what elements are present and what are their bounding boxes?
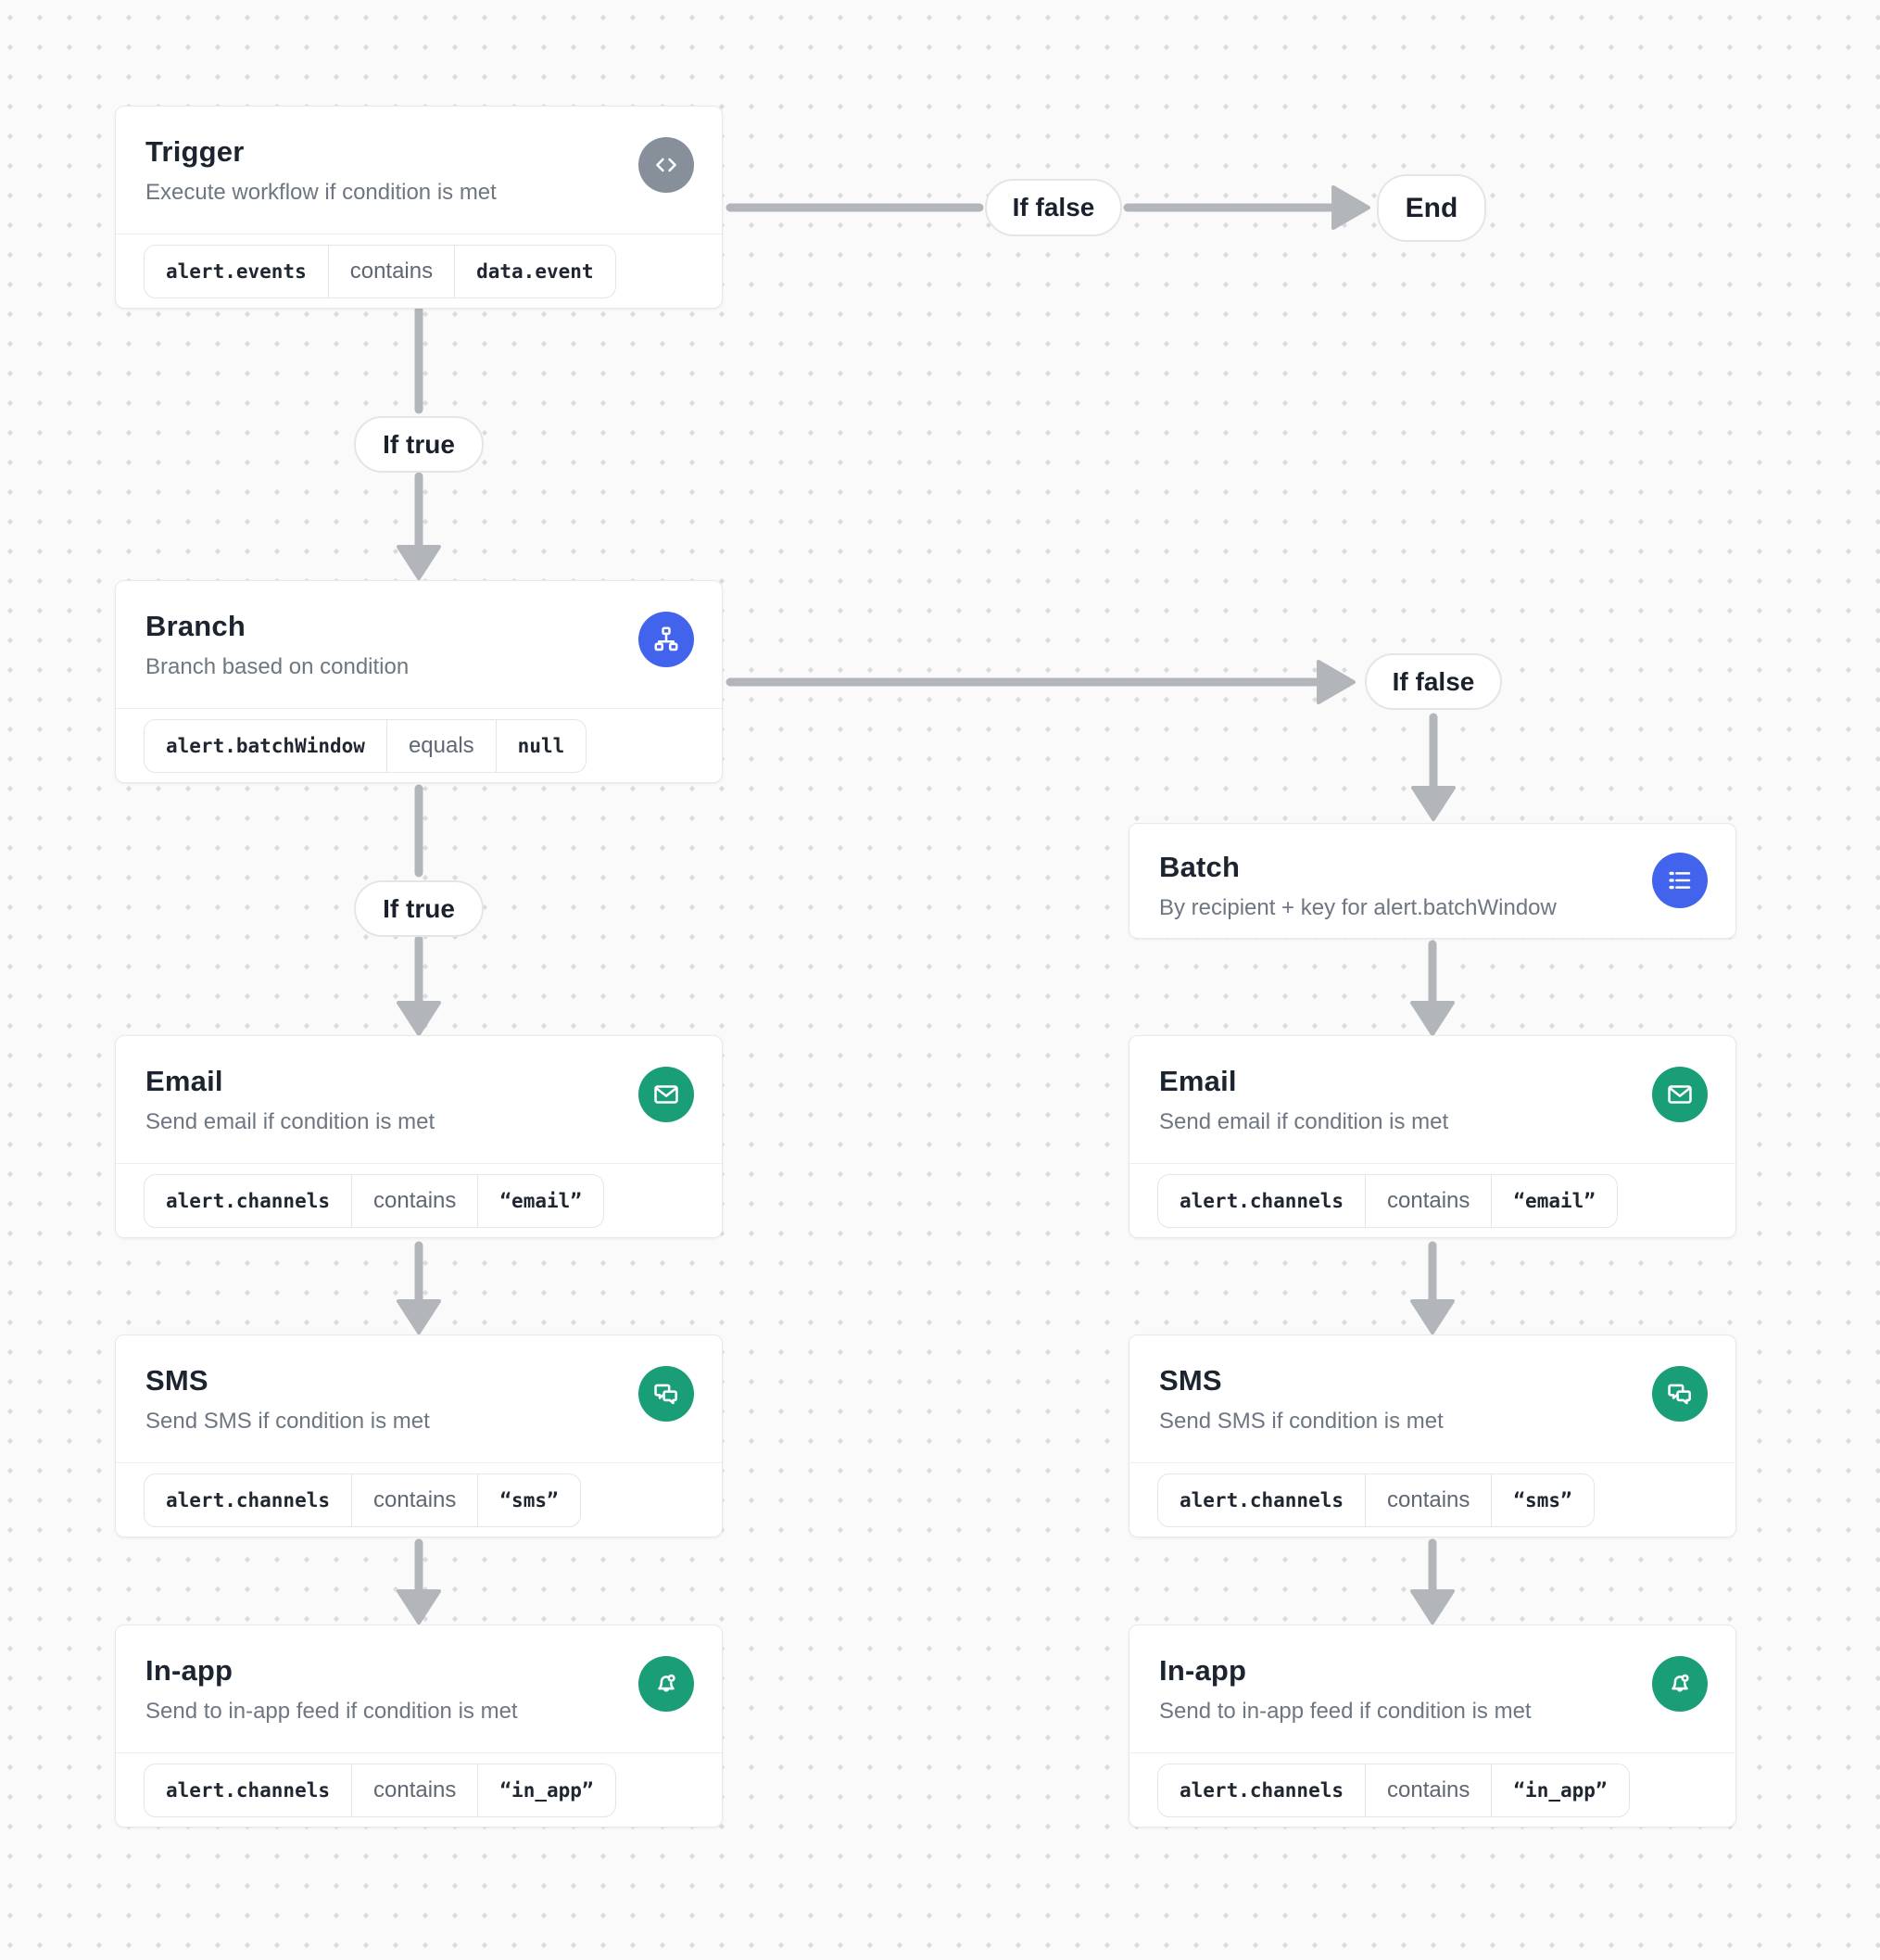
node-title: Branch [145,610,246,642]
node-sms-right[interactable]: SMS Send SMS if condition is met alert.c… [1129,1334,1736,1537]
condition-value: “email” [477,1175,603,1227]
node-email-left[interactable]: Email Send email if condition is met ale… [115,1035,723,1238]
node-title: Email [1159,1065,1237,1097]
node-subtitle: Send SMS if condition is met [145,1409,430,1434]
node-sms-text: SMS Send SMS if condition is met [1159,1363,1444,1435]
condition-value: “sms” [1491,1474,1593,1526]
chat-bubbles-icon [1652,1366,1708,1422]
node-subtitle: Send to in-app feed if condition is met [1159,1699,1532,1724]
condition-pill[interactable]: alert.channels contains “email” [144,1174,604,1228]
condition-operator: contains [351,1764,477,1816]
sitemap-icon [638,612,694,667]
node-sms-text: SMS Send SMS if condition is met [145,1363,430,1435]
condition-pill[interactable]: alert.channels contains “in_app” [1157,1764,1630,1817]
condition-field: alert.channels [166,1190,331,1212]
condition-field: alert.batchWindow [166,735,365,757]
condition-operator: contains [1365,1175,1491,1227]
node-title: SMS [1159,1364,1222,1397]
node-title: Trigger [145,135,245,168]
edge-label-if-true-trigger: If true [354,416,484,473]
node-branch[interactable]: Branch Branch based on condition alert.b… [115,580,723,783]
edge-label-if-true-branch: If true [354,880,484,937]
condition-pill[interactable]: alert.channels contains “email” [1157,1174,1618,1228]
end-node: End [1377,174,1486,242]
condition-value: “email” [1491,1175,1617,1227]
node-email-right[interactable]: Email Send email if condition is met ale… [1129,1035,1736,1238]
condition-pill[interactable]: alert.channels contains “sms” [1157,1473,1595,1527]
node-title: In-app [145,1654,233,1687]
node-title: Email [145,1065,223,1097]
condition-operator: equals [385,720,496,772]
list-icon [1652,853,1708,908]
condition-value: “sms” [477,1474,579,1526]
condition-operator: contains [327,246,454,297]
node-title: SMS [145,1364,208,1397]
envelope-icon [638,1067,694,1122]
node-batch-text: Batch By recipient + key for alert.batch… [1159,850,1557,922]
node-in-app-text: In-app Send to in-app feed if condition … [145,1653,518,1726]
node-subtitle: By recipient + key for alert.batchWindow [1159,895,1557,920]
node-email-text: Email Send email if condition is met [1159,1064,1448,1136]
node-trigger-text: Trigger Execute workflow if condition is… [145,134,497,207]
condition-operator: contains [1365,1764,1491,1816]
condition-field: alert.channels [1180,1779,1344,1802]
node-subtitle: Send email if condition is met [1159,1109,1449,1134]
node-subtitle: Send to in-app feed if condition is met [145,1699,518,1724]
condition-value: data.event [454,246,614,297]
bell-dot-icon [1652,1656,1708,1712]
edge-label-if-false-trigger: If false [985,179,1122,236]
condition-value: “in_app” [1491,1764,1628,1816]
node-subtitle: Execute workflow if condition is met [145,180,497,205]
condition-value: null [495,720,587,772]
condition-pill[interactable]: alert.events contains data.event [144,245,616,298]
node-subtitle: Branch based on condition [145,654,410,679]
condition-pill[interactable]: alert.channels contains “sms” [144,1473,581,1527]
node-in-app-right[interactable]: In-app Send to in-app feed if condition … [1129,1625,1736,1827]
node-batch[interactable]: Batch By recipient + key for alert.batch… [1129,823,1736,939]
node-subtitle: Send SMS if condition is met [1159,1409,1444,1434]
condition-field: alert.channels [1180,1489,1344,1511]
bell-dot-icon [638,1656,694,1712]
node-title: In-app [1159,1654,1247,1687]
condition-field: alert.events [166,260,307,283]
node-in-app-text: In-app Send to in-app feed if condition … [1159,1653,1532,1726]
condition-pill[interactable]: alert.channels contains “in_app” [144,1764,616,1817]
condition-value: “in_app” [477,1764,614,1816]
chat-bubbles-icon [638,1366,694,1422]
condition-field: alert.channels [166,1779,331,1802]
condition-pill[interactable]: alert.batchWindow equals null [144,719,587,773]
edge-label-if-false-branch: If false [1365,653,1502,710]
condition-operator: contains [1365,1474,1491,1526]
node-subtitle: Send email if condition is met [145,1109,435,1134]
code-icon [638,137,694,193]
condition-field: alert.channels [166,1489,331,1511]
node-branch-text: Branch Branch based on condition [145,609,409,681]
condition-field: alert.channels [1180,1190,1344,1212]
node-trigger[interactable]: Trigger Execute workflow if condition is… [115,106,723,309]
envelope-icon [1652,1067,1708,1122]
node-email-text: Email Send email if condition is met [145,1064,435,1136]
node-sms-left[interactable]: SMS Send SMS if condition is met alert.c… [115,1334,723,1537]
node-title: Batch [1159,851,1241,883]
node-in-app-left[interactable]: In-app Send to in-app feed if condition … [115,1625,723,1827]
condition-operator: contains [351,1474,477,1526]
condition-operator: contains [351,1175,477,1227]
